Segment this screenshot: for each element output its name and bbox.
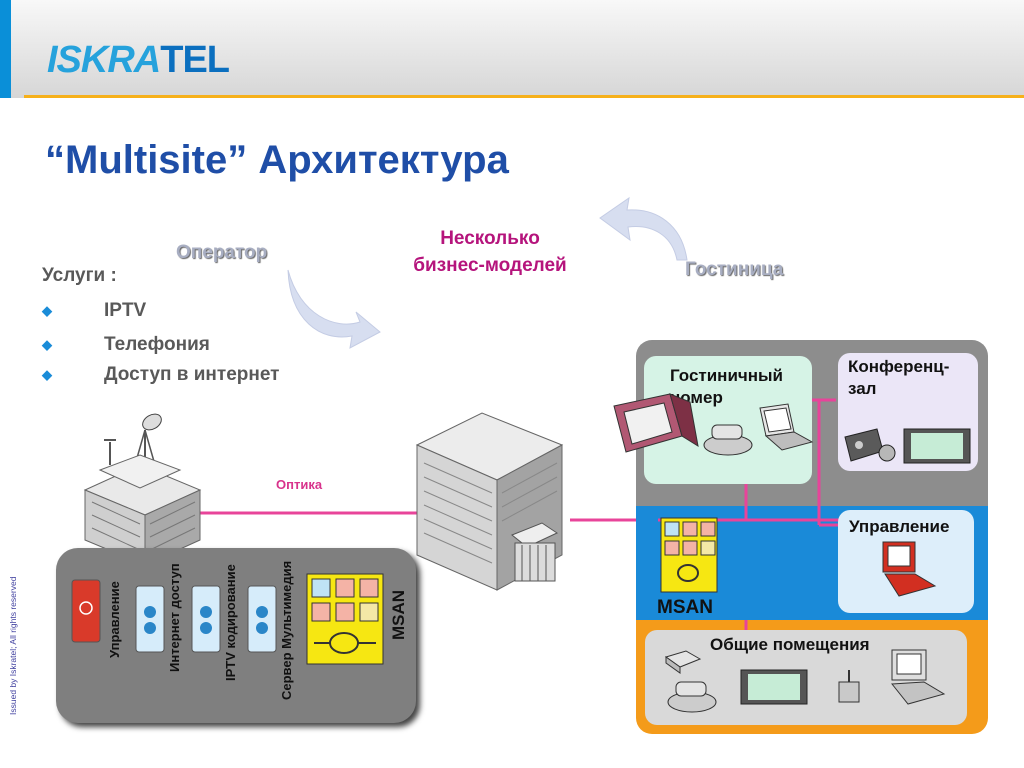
fiber-label: Оптика (276, 477, 323, 492)
video-camera-icon (844, 428, 896, 462)
service-label: Доступ в интернет (104, 364, 280, 385)
module-label-management: Управление (107, 581, 122, 658)
guest-room-line1: Гостиничный (670, 366, 784, 385)
hotel-msan-icon (660, 517, 718, 593)
module-label-multimedia: Сервер Мультимедия (279, 560, 294, 700)
management-server-icon (71, 579, 101, 643)
management-pc-icon (882, 541, 937, 597)
conference-line1: Конференц- (848, 357, 950, 376)
internet-server-icon (135, 585, 165, 653)
logo-part1: ISKRA (47, 39, 161, 81)
router-icon (664, 650, 702, 674)
page-title: “Multisite” Архитектура (45, 138, 509, 182)
access-point-icon (838, 670, 860, 703)
conference-room-label: Конференц- зал (848, 356, 949, 400)
common-display-icon (740, 669, 808, 705)
operator-msan-icon (306, 573, 384, 665)
service-label: IPTV (104, 300, 147, 321)
iptv-encoder-icon (191, 585, 221, 653)
common-phone-icon (667, 681, 717, 713)
service-label: Телефония (104, 334, 210, 355)
header-bar (0, 0, 1024, 98)
common-areas-label: Общие помещения (710, 635, 870, 654)
common-pc-icon (891, 649, 946, 705)
hotel-msan-label: MSAN (657, 597, 713, 618)
service-item: ◆ Доступ в интернет (42, 364, 279, 386)
services-heading: Услуги : (42, 265, 117, 286)
bullet-diamond-icon: ◆ (42, 336, 52, 352)
operator-modules-icons (71, 579, 277, 653)
operator-msan-label: MSAN (389, 589, 408, 640)
laptop-icon (759, 403, 814, 451)
service-item: ◆ Телефония (42, 334, 210, 356)
multimedia-server-icon (247, 585, 277, 653)
management-label: Управление (849, 517, 950, 536)
business-models-line2: бизнес-моделей (413, 255, 567, 276)
module-label-internet: Интернет доступ (167, 563, 182, 672)
flat-display-icon (903, 428, 971, 464)
conference-line2: зал (848, 379, 877, 398)
right-curved-arrow (599, 196, 688, 261)
logo-part2: TEL (160, 39, 230, 81)
module-label-iptv: IPTV кодирование (223, 564, 238, 681)
header-accent-bar (0, 0, 11, 98)
copyright-notice: Issued by Iskratel; All rights reserved (8, 576, 18, 715)
hotel-label: Гостиница (685, 259, 784, 280)
tv-icon (613, 393, 699, 453)
bullet-diamond-icon: ◆ (42, 302, 52, 318)
central-office-building-icon (415, 412, 564, 591)
operator-building-icon (83, 413, 202, 566)
left-curved-arrow (287, 269, 381, 349)
header-divider (24, 95, 1024, 98)
business-models-line1: Несколько (440, 228, 540, 249)
iskratel-logo: ISKRATEL (47, 39, 230, 81)
phone-icon (703, 424, 753, 456)
service-item: ◆ IPTV (42, 300, 146, 322)
bullet-diamond-icon: ◆ (42, 366, 52, 382)
business-models-label: Несколько бизнес-моделей (390, 225, 590, 279)
operator-label: Оператор (176, 242, 268, 263)
